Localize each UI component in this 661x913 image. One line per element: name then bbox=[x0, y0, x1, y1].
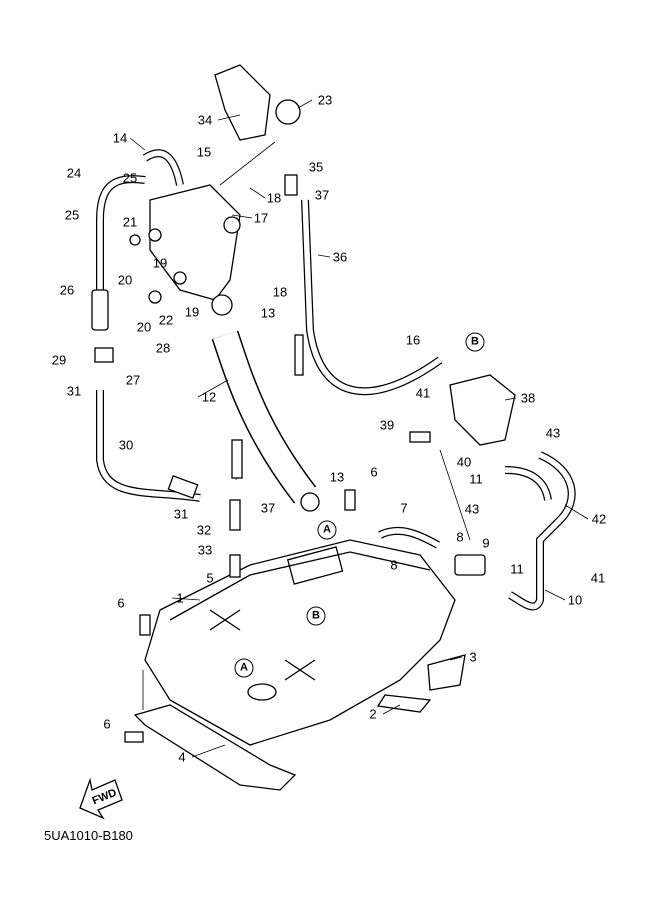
part-label: 32 bbox=[196, 522, 212, 538]
part-label: 25 bbox=[122, 170, 138, 186]
part-label: 18 bbox=[266, 190, 282, 206]
part-label: 43 bbox=[545, 425, 561, 441]
part-label: 21 bbox=[122, 214, 138, 230]
part-label: 6 bbox=[117, 595, 125, 611]
filler-neck bbox=[247, 683, 277, 701]
fwd-arrow-icon bbox=[79, 777, 123, 820]
diagram-code: 5UA1010-B180 bbox=[44, 828, 133, 843]
hose-36 bbox=[301, 199, 443, 396]
part-label: 13 bbox=[329, 469, 345, 485]
part-label: 6 bbox=[370, 464, 378, 480]
part-label: 36 bbox=[332, 249, 348, 265]
fuel-tank bbox=[144, 539, 456, 746]
part-label: 34 bbox=[197, 112, 213, 128]
part-label: 23 bbox=[317, 92, 333, 108]
part-label: 11 bbox=[469, 471, 483, 487]
part-label: 19 bbox=[152, 255, 168, 271]
part-label: 14 bbox=[112, 130, 128, 146]
part-label: 7 bbox=[400, 500, 408, 516]
tank-bracket bbox=[133, 704, 297, 791]
part-label: 8 bbox=[456, 529, 464, 545]
part-label: 2 bbox=[369, 706, 377, 722]
part-label: 33 bbox=[197, 542, 213, 558]
part-label: 18 bbox=[272, 284, 288, 300]
part-label: 1 bbox=[176, 590, 184, 606]
part-label: 6 bbox=[103, 716, 111, 732]
part-label: 31 bbox=[66, 383, 82, 399]
part-label: 25 bbox=[64, 207, 80, 223]
part-label: 27 bbox=[125, 372, 141, 388]
part-label: 37 bbox=[260, 500, 276, 516]
part-label: 39 bbox=[379, 417, 395, 433]
part-label: 30 bbox=[118, 437, 134, 453]
pad-2 bbox=[376, 694, 432, 713]
part-label: 35 bbox=[308, 159, 324, 175]
pad-3 bbox=[427, 654, 466, 691]
callout-a: A bbox=[234, 658, 254, 678]
part-label: 41 bbox=[415, 385, 431, 401]
part-label: 41 bbox=[590, 570, 606, 586]
part-label: 20 bbox=[136, 319, 152, 335]
fuel-filter-9 bbox=[454, 554, 486, 576]
part-label: 26 bbox=[59, 282, 75, 298]
fuel-pump bbox=[449, 374, 516, 446]
part-label: 43 bbox=[464, 501, 480, 517]
part-label: 20 bbox=[117, 272, 133, 288]
part-label: 9 bbox=[482, 535, 490, 551]
part-label: 13 bbox=[260, 305, 276, 321]
part-label: 4 bbox=[178, 749, 186, 765]
part-label: 24 bbox=[66, 165, 82, 181]
part-label: 15 bbox=[196, 144, 212, 160]
part-label: 8 bbox=[390, 557, 398, 573]
canister-bracket bbox=[214, 64, 271, 141]
part-label: 38 bbox=[520, 390, 536, 406]
part-label: 12 bbox=[201, 389, 217, 405]
callout-a: A bbox=[317, 520, 337, 540]
part-label: 37 bbox=[314, 187, 330, 203]
part-label: 28 bbox=[155, 340, 171, 356]
part-label: 16 bbox=[405, 332, 421, 348]
part-label: 10 bbox=[567, 592, 583, 608]
part-label: 42 bbox=[591, 511, 607, 527]
part-label: 29 bbox=[51, 352, 67, 368]
part-label: 19 bbox=[184, 304, 200, 320]
part-label: 17 bbox=[253, 210, 269, 226]
part-label: 22 bbox=[158, 312, 174, 328]
part-label: 3 bbox=[469, 649, 477, 665]
callout-b: B bbox=[465, 332, 485, 352]
callout-b: B bbox=[306, 606, 326, 626]
fuel-filter-26 bbox=[91, 289, 109, 331]
part-label: 11 bbox=[510, 561, 524, 577]
part-label: 5 bbox=[206, 570, 214, 586]
canister bbox=[149, 184, 241, 301]
part-label: 40 bbox=[456, 454, 472, 470]
part-label: 31 bbox=[173, 506, 189, 522]
